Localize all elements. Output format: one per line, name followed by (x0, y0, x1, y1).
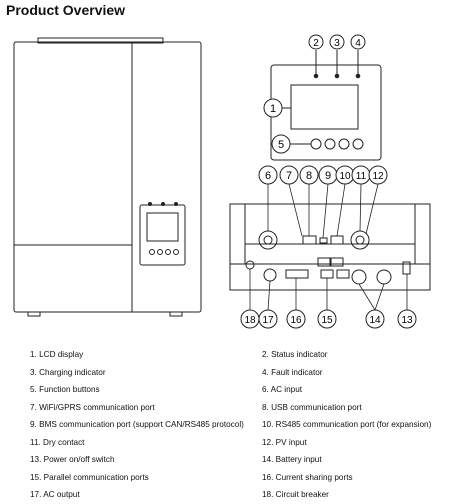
svg-text:5: 5 (278, 139, 284, 151)
legend-item: 3. Charging indicator (30, 367, 106, 377)
svg-text:1: 1 (270, 103, 276, 115)
legend-item: 10. RS485 communication port (for expans… (262, 420, 432, 429)
legend-row: 5. Function buttons 6. AC input (30, 381, 470, 399)
svg-text:2: 2 (313, 38, 319, 49)
callout-15: 15 (317, 309, 337, 329)
legend-item: 17. AC output (30, 490, 80, 499)
callout-6: 6 (258, 165, 278, 185)
front-lcd-panel (139, 202, 186, 266)
legend-row: 7. WiFi/GPRS communication port 8. USB co… (30, 399, 470, 417)
legend-row: 9. BMS communication port (support CAN/R… (30, 416, 470, 434)
svg-text:16: 16 (290, 315, 302, 326)
callout-18: 18 (240, 309, 260, 329)
callout-8: 8 (299, 165, 319, 185)
svg-text:7: 7 (286, 170, 292, 182)
callout-markers: 1 2 3 4 5 6 7 8 9 10 11 12 13 14 15 16 1… (240, 34, 417, 329)
legend-item: 8. USB communication port (262, 402, 362, 412)
legend-row: 11. Dry contact 12. PV input (30, 434, 470, 452)
callout-12: 12 (368, 165, 388, 185)
legend-row: 1. LCD display 2. Status indicator (30, 346, 470, 364)
svg-text:10: 10 (339, 171, 351, 182)
callout-16: 16 (286, 309, 306, 329)
callout-7: 7 (279, 165, 299, 185)
legend-item: 1. LCD display (30, 350, 84, 359)
svg-text:18: 18 (244, 315, 256, 326)
inverter-front-view (13, 37, 202, 317)
legend-item: 7. WiFi/GPRS communication port (30, 402, 155, 412)
leader-lines (249, 183, 408, 311)
legend-item: 11. Dry contact (30, 437, 85, 447)
svg-text:13: 13 (401, 315, 413, 326)
legend-row: 15. Parallel communication ports 16. Curr… (30, 469, 470, 487)
bottom-connector-panel (229, 203, 431, 291)
product-diagram: 1 2 3 4 5 6 7 8 9 10 11 12 13 14 15 16 1… (13, 34, 431, 329)
svg-text:12: 12 (372, 171, 384, 182)
svg-text:15: 15 (321, 315, 333, 326)
callout-14: 14 (365, 309, 385, 329)
legend-item: 9. BMS communication port (support CAN/R… (30, 420, 244, 429)
legend-item: 16. Current sharing ports (262, 472, 353, 482)
svg-text:9: 9 (325, 170, 331, 182)
callout-3: 3 (329, 34, 345, 50)
legend-row: 13. Power on/off switch 14. Battery input (30, 451, 470, 469)
page-title: Product Overview (6, 2, 126, 18)
legend-item: 6. AC input (262, 385, 303, 394)
legend-item: 4. Fault indicator (262, 367, 323, 377)
callout-13: 13 (397, 309, 417, 329)
callout-10: 10 (335, 165, 355, 185)
legend-item: 15. Parallel communication ports (30, 472, 149, 482)
callout-1: 1 (263, 98, 283, 118)
component-legend: 1. LCD display 2. Status indicator 3. Cha… (30, 346, 470, 504)
svg-text:3: 3 (334, 38, 340, 49)
callout-11: 11 (351, 165, 371, 185)
legend-item: 12. PV input (262, 437, 307, 447)
callout-9: 9 (318, 165, 338, 185)
legend-item: 14. Battery input (262, 455, 322, 464)
callout-5: 5 (271, 134, 291, 154)
legend-item: 5. Function buttons (30, 385, 100, 394)
svg-text:6: 6 (265, 170, 271, 182)
svg-text:11: 11 (356, 171, 367, 182)
callout-2: 2 (308, 34, 324, 50)
legend-item: 18. Circuit breaker (262, 490, 329, 499)
legend-row: 17. AC output 18. Circuit breaker (30, 486, 470, 504)
legend-row: 3. Charging indicator 4. Fault indicator (30, 364, 470, 382)
svg-text:4: 4 (355, 38, 361, 49)
svg-text:17: 17 (262, 315, 274, 326)
svg-text:8: 8 (306, 170, 312, 182)
svg-text:14: 14 (369, 315, 381, 326)
callout-17: 17 (258, 309, 278, 329)
legend-item: 2. Status indicator (262, 350, 328, 359)
callout-4: 4 (350, 34, 366, 50)
legend-item: 13. Power on/off switch (30, 455, 115, 464)
